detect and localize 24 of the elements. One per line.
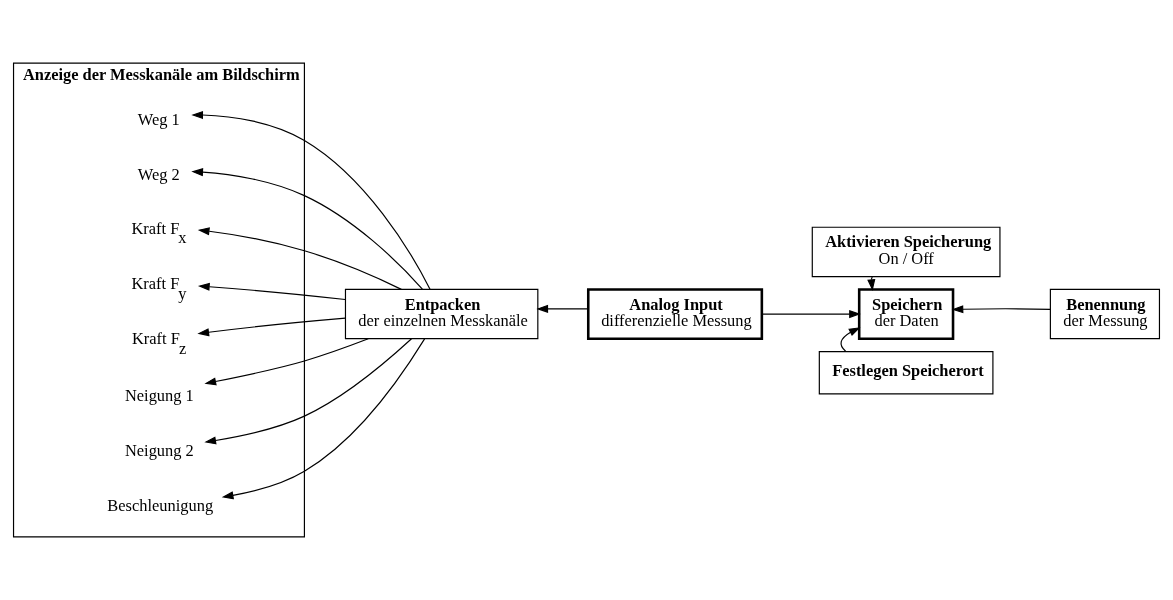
node-text: Beschleunigung — [107, 495, 214, 515]
arrow — [191, 110, 431, 290]
node-box: Entpacken der einzelnen Messkanäle — [344, 288, 539, 340]
arrow — [221, 338, 426, 500]
arrow — [761, 309, 861, 319]
node-box: Festlegen Speicherort — [818, 351, 994, 395]
arrow — [191, 168, 423, 290]
node-box: Aktivieren Speicherung On / Off — [811, 226, 1001, 278]
node-box: Benennung der Messung — [1049, 288, 1161, 340]
arrow — [867, 276, 876, 292]
arrow — [197, 317, 346, 337]
node-box: Speichern der Daten — [857, 288, 955, 340]
node-text: Weg 2 — [137, 165, 180, 185]
arrow — [197, 282, 346, 301]
node-text: Neigung 1 — [124, 385, 194, 405]
arrow — [197, 227, 402, 290]
node-text: Weg 1 — [137, 109, 180, 129]
node-text: Neigung 2 — [124, 440, 194, 460]
node-box: Analog Input differenzielle Messung — [586, 288, 764, 340]
arrow — [536, 304, 589, 313]
arrow — [840, 327, 861, 352]
arrow — [204, 338, 369, 386]
arrow — [951, 305, 1051, 314]
arrow — [204, 338, 413, 445]
